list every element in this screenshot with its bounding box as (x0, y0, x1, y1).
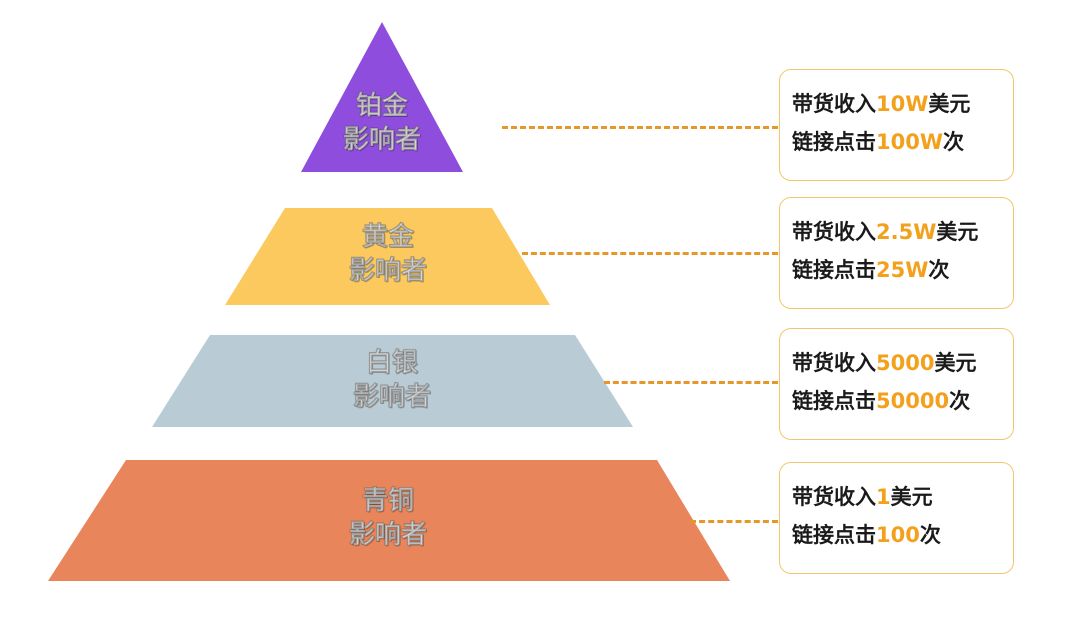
clicks-line: 链接点击50000次 (792, 389, 971, 413)
tier-label-bronze: 青铜 影响者 (288, 484, 488, 552)
revenue-line: 带货收入2.5W美元 (792, 220, 979, 244)
clicks-amount: 25W (876, 258, 929, 282)
revenue-amount: 5000 (876, 351, 935, 375)
tier-label-silver: 白银 影响者 (292, 346, 492, 414)
tier-shape-gold (225, 208, 550, 305)
revenue-amount: 10W (876, 92, 929, 116)
revenue-amount: 1 (876, 485, 891, 509)
clicks-line: 链接点击100次 (792, 523, 941, 547)
clicks-amount: 100 (876, 523, 920, 547)
tier-title: 影响者 (342, 125, 422, 156)
tier-label-platinum: 铂金 影响者 (282, 89, 482, 157)
revenue-line: 带货收入5000美元 (792, 351, 977, 375)
tier-level: 白银 (365, 348, 419, 379)
connector-gold (522, 252, 778, 255)
tier-shape-silver (152, 335, 633, 427)
tier-level: 黄金 (361, 222, 415, 253)
connector-bronze (690, 520, 778, 523)
tier-title: 影响者 (348, 256, 428, 287)
tier-shape-bronze (48, 460, 730, 581)
tier-card-platinum: 带货收入10W美元 链接点击100W次 (779, 69, 1014, 181)
tier-title: 影响者 (348, 520, 428, 551)
clicks-line: 链接点击25W次 (792, 258, 950, 282)
connector-platinum (502, 126, 778, 129)
tier-card-bronze: 带货收入1美元 链接点击100次 (779, 462, 1014, 574)
tier-label-gold: 黄金 影响者 (288, 220, 488, 288)
tier-card-gold: 带货收入2.5W美元 链接点击25W次 (779, 197, 1014, 309)
tier-shape-platinum (301, 22, 463, 172)
tier-level: 铂金 (355, 91, 409, 122)
revenue-line: 带货收入10W美元 (792, 92, 971, 116)
clicks-line: 链接点击100W次 (792, 130, 964, 154)
clicks-amount: 100W (876, 130, 943, 154)
tier-level: 青铜 (361, 486, 415, 517)
revenue-line: 带货收入1美元 (792, 485, 933, 509)
tier-card-silver: 带货收入5000美元 链接点击50000次 (779, 328, 1014, 440)
revenue-amount: 2.5W (876, 220, 937, 244)
clicks-amount: 50000 (876, 389, 950, 413)
connector-silver (604, 381, 778, 384)
tier-title: 影响者 (352, 382, 432, 413)
